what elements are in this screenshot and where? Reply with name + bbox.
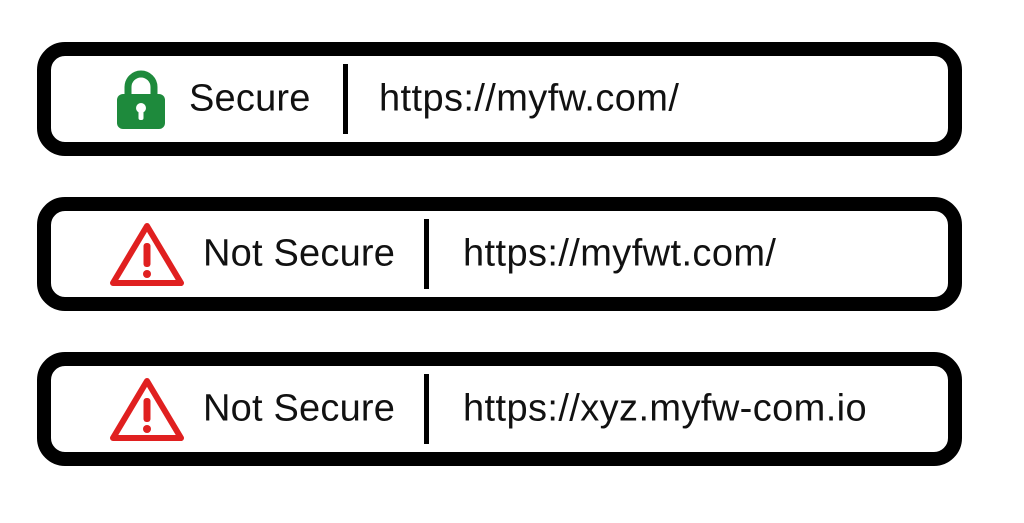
address-bar-not-secure[interactable]: Not Secure https://myfwt.com/ bbox=[37, 197, 962, 311]
security-status-label: Not Secure bbox=[203, 232, 396, 275]
security-status-label: Secure bbox=[189, 77, 311, 120]
warning-icon bbox=[110, 378, 184, 441]
security-status-label: Not Secure bbox=[203, 387, 396, 430]
lock-icon bbox=[117, 70, 165, 129]
warning-icon bbox=[110, 223, 184, 286]
url-text[interactable]: https://myfw.com/ bbox=[379, 77, 680, 120]
url-text[interactable]: https://myfwt.com/ bbox=[463, 232, 777, 275]
url-text[interactable]: https://xyz.myfw-com.io bbox=[463, 387, 868, 430]
divider bbox=[424, 374, 429, 444]
divider bbox=[343, 64, 348, 134]
address-bar-not-secure[interactable]: Not Secure https://xyz.myfw-com.io bbox=[37, 352, 962, 466]
divider bbox=[424, 219, 429, 289]
address-bar-secure[interactable]: Secure https://myfw.com/ bbox=[37, 42, 962, 156]
